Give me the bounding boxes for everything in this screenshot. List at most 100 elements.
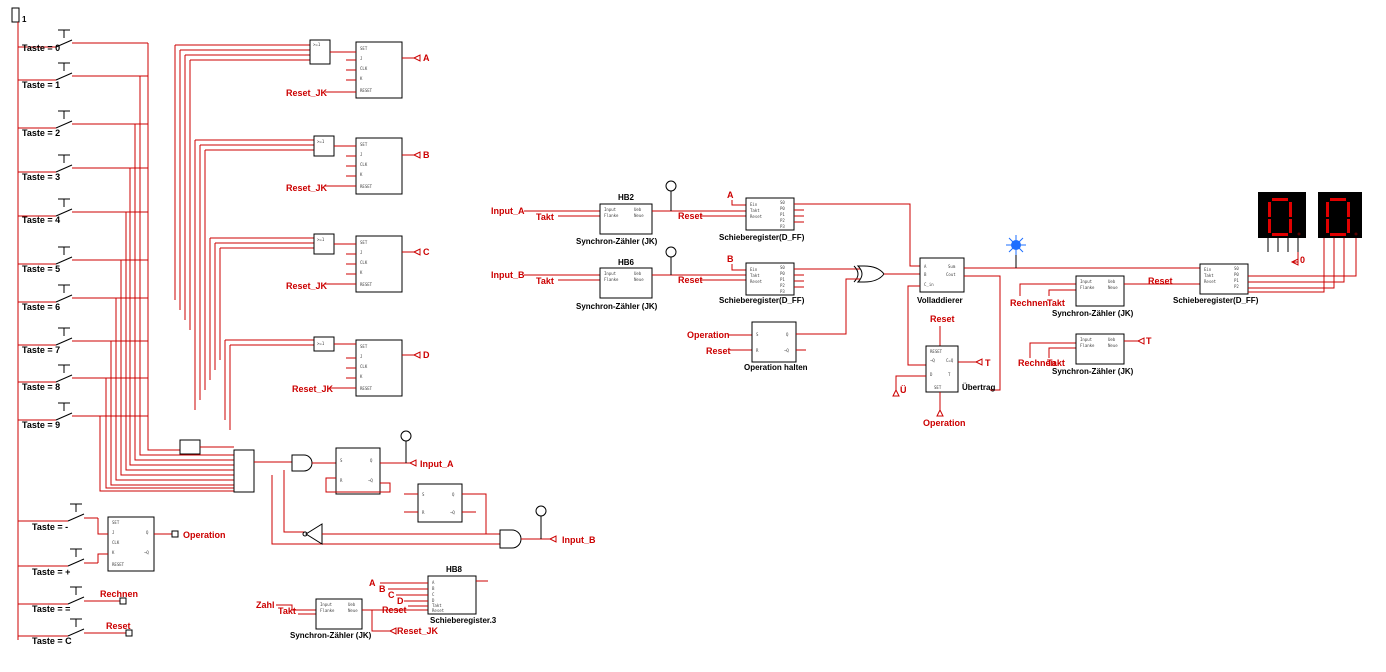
uebertrag-caption: Übertrag [962, 383, 995, 392]
svg-text:CLK: CLK [360, 66, 368, 71]
svg-text:Takt: Takt [750, 208, 760, 213]
key-4[interactable]: Taste = 4 [18, 198, 148, 225]
svg-text:Flanke: Flanke [1080, 343, 1095, 348]
digit-display-2: 0 [1318, 192, 1362, 238]
operation-label: Operation [923, 418, 966, 428]
jk-flipflop [107, 516, 155, 572]
svg-text:J: J [360, 152, 362, 157]
input-b-label: Input_B [491, 270, 525, 280]
svg-text:¬Q: ¬Q [144, 550, 149, 555]
reset-label: Reset [1148, 276, 1173, 286]
svg-text:Neue: Neue [634, 277, 644, 282]
reset-label: Reset_JK [286, 281, 328, 291]
svg-text:C: C [432, 592, 435, 597]
svg-text:>=1: >=1 [317, 139, 325, 144]
svg-text:Cout: Cout [946, 272, 956, 277]
svg-text:SET: SET [360, 344, 368, 349]
op-key-minus[interactable]: Taste = - [18, 503, 98, 532]
d-label: D [397, 596, 404, 606]
key-5[interactable]: Taste = 5 [18, 246, 148, 274]
key-label: Taste = 3 [22, 172, 60, 182]
svg-text:¬Q: ¬Q [784, 348, 789, 353]
svg-text:D: D [930, 372, 933, 377]
svg-text:>=1: >=1 [317, 237, 325, 242]
svg-text:K: K [360, 374, 363, 379]
svg-text:Ein: Ein [750, 267, 758, 272]
reset-label: Reset [678, 275, 703, 285]
key-3[interactable]: Taste = 3 [18, 154, 148, 182]
counter-caption: Synchron-Zähler (JK) [576, 237, 658, 246]
svg-text:Reset: Reset [750, 279, 763, 284]
svg-text:Neue: Neue [634, 213, 644, 218]
op-key-plus[interactable]: Taste = + [18, 548, 98, 577]
key-2[interactable]: Taste = 2 [18, 110, 148, 138]
key-6[interactable]: Taste = 6 [18, 284, 148, 312]
svg-text:T: T [948, 372, 951, 377]
a-label: A [727, 190, 734, 200]
c-label: C [388, 590, 395, 600]
svg-text:P1: P1 [780, 277, 785, 282]
a-label: A [369, 578, 376, 588]
key-1[interactable]: Taste = 1 [18, 62, 148, 90]
svg-text:Takt: Takt [1204, 273, 1214, 278]
rechnen-label: Rechnen [1018, 358, 1056, 368]
key-7[interactable]: Taste = 7 [18, 327, 148, 355]
output-label: D [423, 350, 430, 360]
rechnen-label: Rechnen [1010, 298, 1048, 308]
svg-text:Neue: Neue [1108, 343, 1118, 348]
op-key-clear[interactable]: Taste = C Reset [18, 618, 133, 646]
shift-caption: Schieberegister(D_FF) [719, 233, 805, 242]
svg-text:SET: SET [360, 142, 368, 147]
svg-text:J: J [360, 354, 362, 359]
zahl-label: Zahl [256, 600, 275, 610]
key-9[interactable]: Taste = 9 [18, 402, 148, 430]
shift-register [745, 262, 795, 296]
operation-label: Operation [183, 530, 226, 540]
svg-text:S: S [422, 492, 425, 497]
svg-text:Q: Q [452, 492, 455, 497]
shift-register [427, 575, 477, 615]
svg-text:P0: P0 [780, 271, 785, 276]
b-label: B [379, 584, 386, 594]
svg-text:Takt: Takt [432, 603, 442, 608]
key-label: Taste = - [32, 522, 68, 532]
svg-text:S0: S0 [1234, 266, 1239, 271]
svg-text:P0: P0 [780, 206, 785, 211]
svg-text:P2: P2 [1234, 284, 1239, 289]
operation-terminal [171, 530, 179, 538]
key-label: Taste = 4 [22, 215, 60, 225]
svg-text:Ueb: Ueb [1108, 279, 1116, 284]
hb6-caption: HB6 [618, 258, 635, 267]
input-b-label: Input_B [562, 535, 596, 545]
sync-counter [599, 203, 653, 235]
key-label: Taste = + [32, 567, 70, 577]
output-lamp [400, 430, 412, 442]
output-label: B [423, 150, 430, 160]
svg-text:P1: P1 [780, 212, 785, 217]
key-0[interactable]: Taste = 0 [18, 29, 148, 53]
t-label: T [1146, 336, 1152, 346]
takt-label: Takt [536, 276, 554, 286]
jk-flipflop [355, 41, 403, 99]
svg-text:Input: Input [320, 602, 333, 607]
takt-label: Takt [1047, 358, 1065, 368]
not-gate [305, 523, 323, 545]
svg-text:Neue: Neue [1108, 285, 1118, 290]
svg-text:RESET: RESET [112, 562, 125, 567]
svg-text:Sum: Sum [948, 264, 956, 269]
svg-text:CLK: CLK [360, 260, 368, 265]
output-lamp [535, 505, 547, 517]
key-label: Taste = 5 [22, 264, 60, 274]
key-label: Taste = C [32, 636, 72, 646]
svg-text:S: S [756, 332, 759, 337]
rechnen-label: Rechnen [100, 589, 138, 599]
t-label: T [985, 358, 991, 368]
svg-text:Ein: Ein [1204, 267, 1212, 272]
key-label: Taste = 6 [22, 302, 60, 312]
op-key-equals[interactable]: Taste = = Rechnen [18, 586, 138, 614]
output-lamp [665, 246, 677, 258]
key-8[interactable]: Taste = 8 [18, 364, 148, 392]
svg-text:P3: P3 [780, 289, 785, 294]
